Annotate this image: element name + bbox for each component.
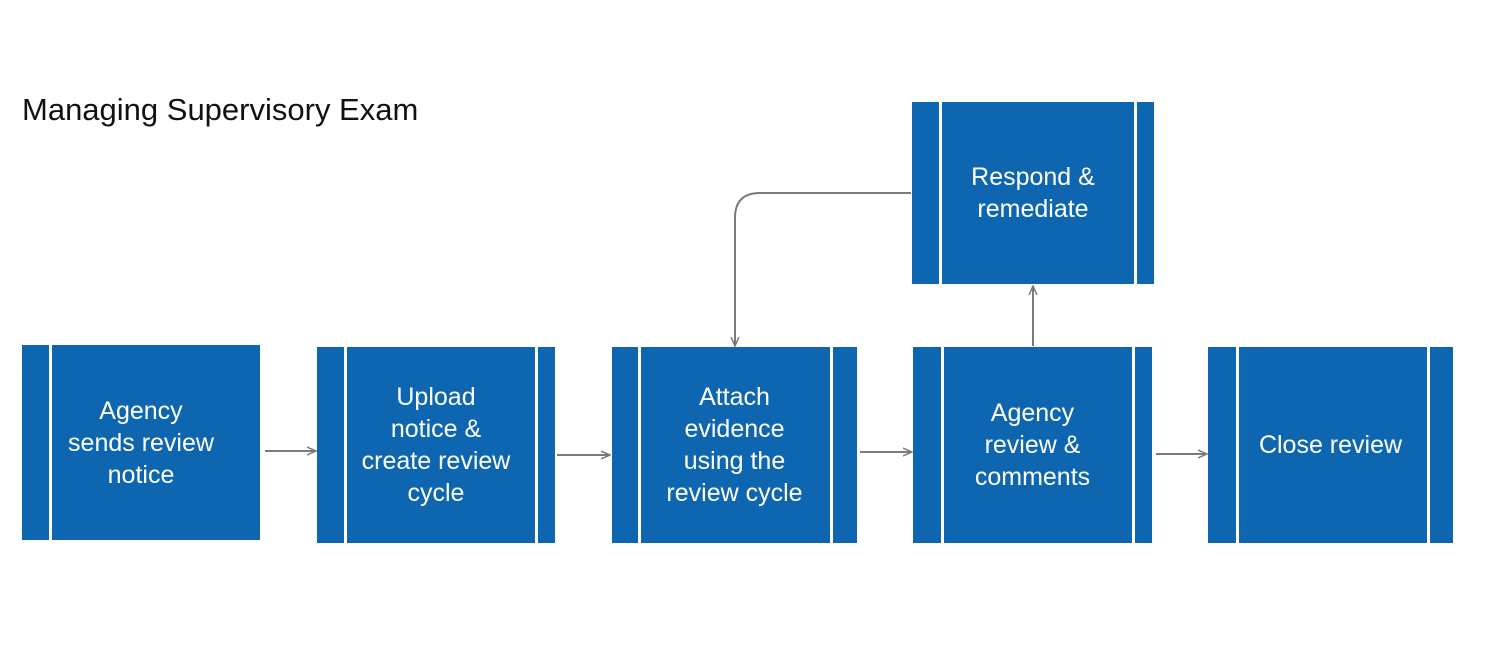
node-divider-left	[941, 347, 944, 543]
node-label: Close review	[1258, 431, 1403, 459]
node-divider-right	[830, 347, 833, 543]
node-divider-left	[939, 102, 942, 284]
node-divider-left	[1236, 347, 1239, 543]
diagram-title: Managing Supervisory Exam	[22, 92, 419, 127]
node-divider-left	[344, 347, 347, 543]
node-label: Attach evidence using the review cycle	[666, 383, 803, 507]
node-divider-right	[535, 347, 538, 543]
node-divider-left	[49, 345, 52, 540]
node-label: Upload notice & create review cycle	[361, 383, 511, 507]
connector-respond-to-attach	[735, 192, 911, 346]
node-divider-right	[1134, 102, 1137, 284]
process-node-respond-remediate: Respond & remediate	[912, 102, 1154, 284]
process-node-agency-sends-review-notice: Agency sends review notice	[22, 345, 265, 540]
node-label: Respond & remediate	[971, 163, 1095, 223]
process-node-upload-notice: Upload notice & create review cycle	[317, 347, 555, 543]
node-label: Agency review & comments	[974, 399, 1091, 491]
node-divider-right	[1132, 347, 1135, 543]
process-node-agency-review: Agency review & comments	[913, 347, 1152, 543]
node-divider-right	[262, 345, 265, 540]
process-node-attach-evidence: Attach evidence using the review cycle	[612, 347, 857, 543]
node-divider-right	[1427, 347, 1430, 543]
process-node-close-review: Close review	[1208, 347, 1453, 543]
node-label: Agency sends review notice	[68, 396, 214, 489]
node-divider-left	[638, 347, 641, 543]
